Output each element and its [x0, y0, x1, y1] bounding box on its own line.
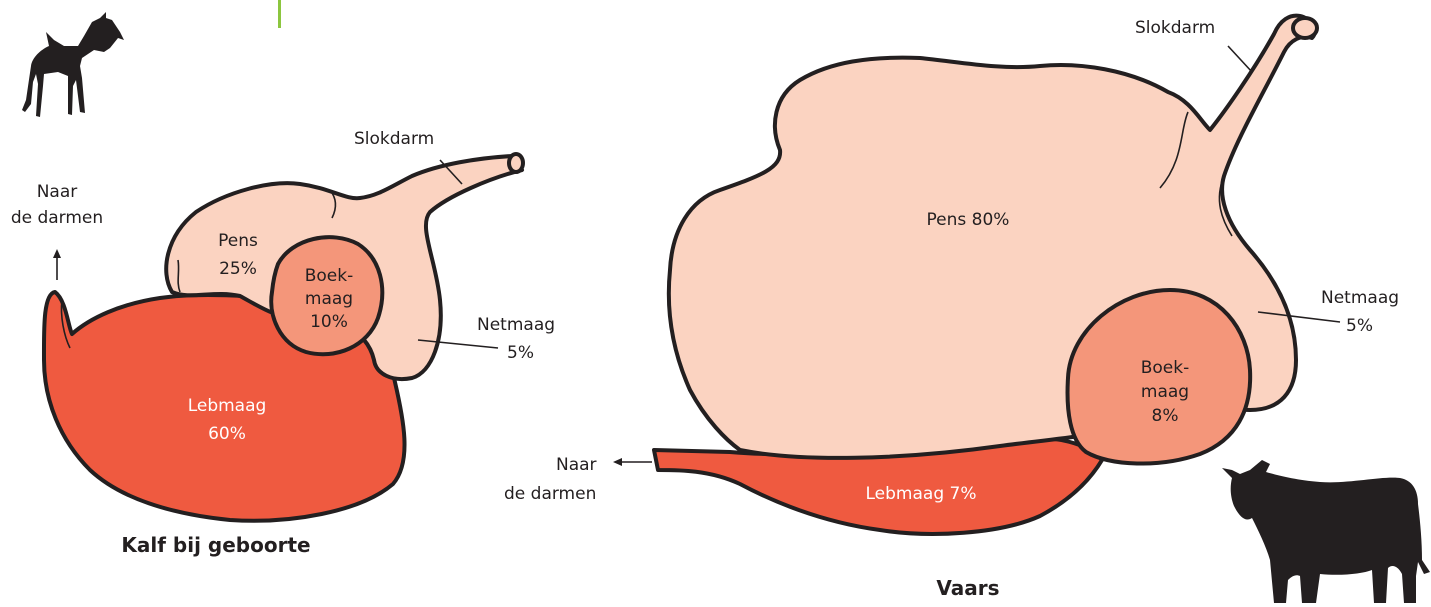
heifer-naar-label-line1: Naar [556, 455, 597, 475]
calf-netmaag-label-name: Netmaag [477, 315, 555, 335]
heifer-boekmaag-label-line1: Boek- [1141, 358, 1190, 378]
calf-pens-label-name: Pens [218, 231, 258, 251]
calf-silhouette-icon [22, 12, 124, 117]
heifer-lebmaag-label: Lebmaag 7% [866, 484, 977, 504]
calf-netmaag-label-pct: 5% [507, 343, 534, 363]
heifer-boekmaag-label-line2: maag [1141, 382, 1189, 402]
heifer-slokdarm-opening [1293, 18, 1317, 38]
heifer-naar-label-line2: de darmen [504, 484, 596, 504]
calf-slokdarm-label: Slokdarm [354, 129, 434, 149]
calf-caption: Kalf bij geboorte [121, 533, 310, 557]
calf-boekmaag-label-line2: maag [305, 289, 353, 309]
heifer-netmaag-label-name: Netmaag [1321, 288, 1399, 308]
calf-naar-label-line1: Naar [37, 182, 78, 202]
calf-lebmaag-label-pct: 60% [208, 424, 246, 444]
heifer-diagram: Slokdarm Pens 80% Netmaag 5% Boek- maag … [504, 16, 1430, 603]
calf-slokdarm-opening [509, 154, 523, 172]
heifer-slokdarm-label: Slokdarm [1135, 18, 1215, 38]
cow-silhouette-icon [1222, 460, 1430, 603]
heifer-slokdarm-leader [1228, 46, 1252, 72]
calf-pens-label-pct: 25% [219, 259, 257, 279]
accent-line [278, 0, 281, 28]
calf-lebmaag-label-name: Lebmaag [188, 396, 267, 416]
heifer-boekmaag-label-pct: 8% [1152, 406, 1179, 426]
heifer-netmaag-label-pct: 5% [1346, 316, 1373, 336]
calf-boekmaag-label-pct: 10% [310, 312, 348, 332]
calf-naar-label-line2: de darmen [11, 208, 103, 228]
calf-diagram: Slokdarm Naar de darmen Pens 25% Boek- m… [11, 12, 555, 557]
calf-boekmaag-label-line1: Boek- [305, 266, 354, 286]
heifer-pens-label: Pens 80% [927, 210, 1010, 230]
heifer-caption: Vaars [936, 576, 999, 600]
